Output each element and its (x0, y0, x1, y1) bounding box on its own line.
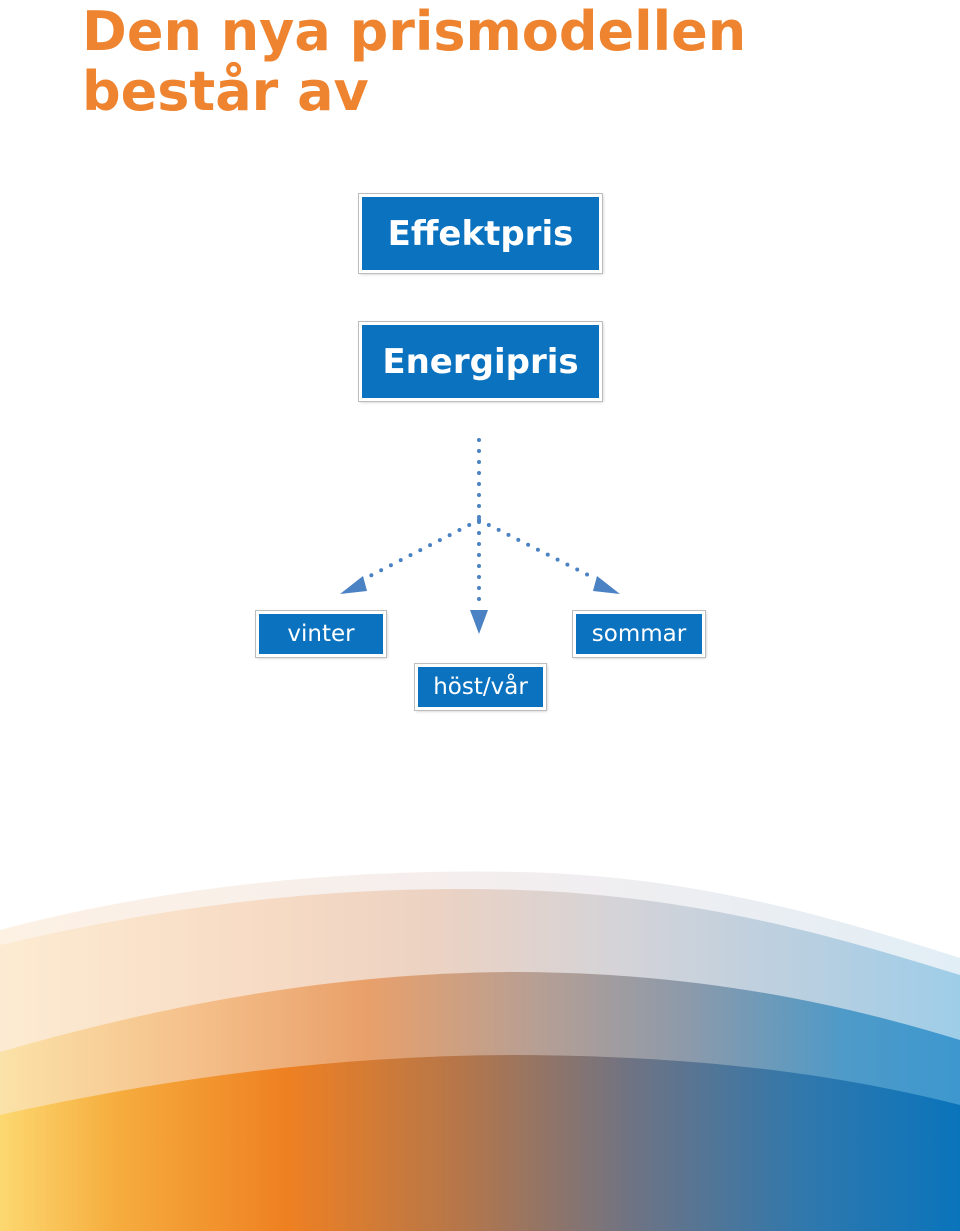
title-line-1: Den nya prismodellen (82, 0, 747, 63)
effektpris-box: Effektpris (358, 193, 603, 274)
sommar-box: sommar (572, 610, 706, 658)
energipris-box: Energipris (358, 321, 603, 402)
arrowhead-right (593, 576, 620, 594)
title-line-2: består av (82, 60, 369, 123)
vinter-box: vinter (255, 610, 387, 658)
arrowhead-left (340, 576, 367, 594)
page-title: Den nya prismodellen består av (82, 2, 746, 122)
arrowhead-down (470, 610, 488, 634)
host-var-box: höst/vår (414, 663, 547, 711)
arrow-to-vinter (364, 518, 481, 580)
arrow-to-sommar (477, 518, 596, 580)
